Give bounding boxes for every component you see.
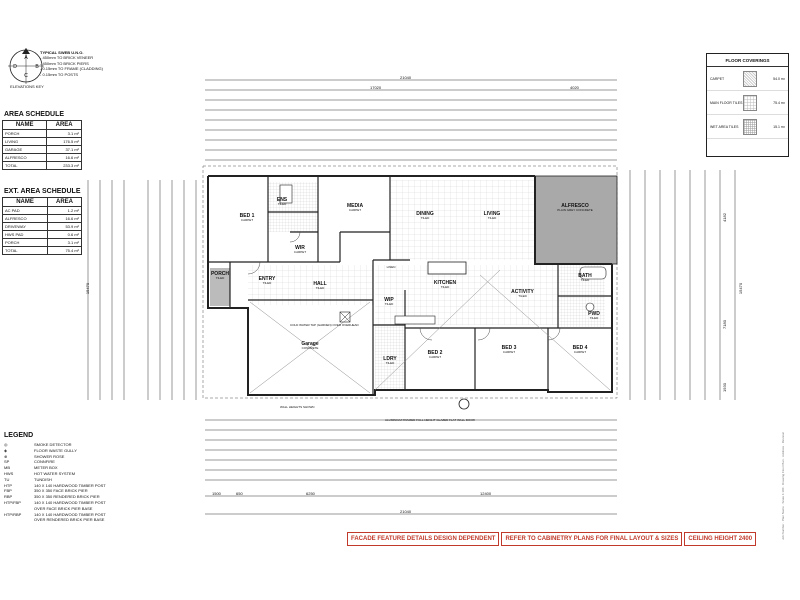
carpet-swatch xyxy=(743,71,757,87)
dim-top-left: 17020 xyxy=(370,85,382,90)
ceiling-height-note: CEILING HEIGHT 2400 xyxy=(684,532,757,546)
legend-row: ◎SMOKE DETECTOR xyxy=(4,442,72,447)
dim-bottom-a: 1500 xyxy=(212,491,221,496)
floor-covering-row: WET AREA TILES 15.1 m² xyxy=(707,115,788,139)
side-dimension-lines xyxy=(87,170,736,400)
legend-row: ⊕SHOWER ROSE xyxy=(4,453,65,459)
notes-line: - 0.15mm TO POSTS xyxy=(40,71,79,77)
dim-bottom-overall: 21040 xyxy=(400,509,412,514)
bottom-dimension-lines xyxy=(205,419,617,515)
dim-right-a: 4182 xyxy=(721,213,727,222)
dim-right-c: 1930 xyxy=(721,383,727,392)
legend-row: OVER RENDERED BRICK PIER BASE xyxy=(34,517,105,523)
area-schedule-title: AREA SCHEDULE xyxy=(4,111,65,118)
dim-bottom-b: 650 xyxy=(236,491,243,496)
alfresco-area xyxy=(534,175,618,265)
key-label-d: D xyxy=(13,64,17,70)
wet-tiles-swatch xyxy=(743,119,757,135)
legend: LEGEND ◎SMOKE DETECTOR ◈FLOOR WASTE GULL… xyxy=(4,432,106,523)
ext-area-schedule-title: EXT. AREA SCHEDULE xyxy=(4,188,81,195)
floor-coverings-title: FLOOR COVERINGS xyxy=(707,54,788,67)
floor-covering-row: MAIN FLOOR TILES 75.4 m² xyxy=(707,91,788,115)
title-block-strip: Job Number · Plan Name · Scale 1:100 · D… xyxy=(781,431,785,540)
dim-bottom-c: 6250 xyxy=(306,491,315,496)
garage-note: COLD WATER TAP (GARDEN) OVER OVERHEAD xyxy=(290,323,359,327)
notes-line: - 450mm TO BRICK PIERS xyxy=(40,60,89,66)
floor-covering-row: CARPET 54.0 m² xyxy=(707,67,788,91)
dim-top-right: 4020 xyxy=(570,85,579,90)
key-label-b: B xyxy=(35,64,39,70)
glazed-door-note: ALUMINIUM FRAMED FULL HEIGHT GLAZED FLAT… xyxy=(385,418,475,422)
dim-right-overall: 15470 xyxy=(738,282,744,295)
facade-note: FACADE FEATURE DETAILS DESIGN DEPENDENT xyxy=(347,532,500,546)
typical-notes: TYPICAL SWEB U.N.O. - 450mm TO BRICK VEN… xyxy=(40,50,103,77)
floor-coverings-panel: FLOOR COVERINGS CARPET 54.0 m² MAIN FLOO… xyxy=(706,53,789,157)
legend-row: ◈FLOOR WASTE GULLY xyxy=(4,447,77,453)
elevations-key-caption: ELEVATIONS KEY xyxy=(10,84,44,89)
key-label-c: C xyxy=(24,73,28,79)
cabinetry-note: REFER TO CABINETRY PLANS FOR FINAL LAYOU… xyxy=(501,532,683,546)
legend-title: LEGEND xyxy=(4,432,34,439)
key-label-a: A xyxy=(24,55,28,61)
notes-line: - 0.15mm TO FRAME (CLADDING) xyxy=(40,66,103,72)
main-tiles-swatch xyxy=(743,95,757,111)
dim-right-b: 7180 xyxy=(721,320,727,329)
footer-notes: FACADE FEATURE DETAILS DESIGN DEPENDENT … xyxy=(347,532,758,546)
elevations-key-icon: A B C D xyxy=(8,48,44,84)
dim-left-overall: 15470 xyxy=(85,282,91,295)
wall-note: WALL HEIGHTS SHOWN xyxy=(280,405,315,409)
notes-title: TYPICAL SWEB U.N.O. xyxy=(40,50,84,55)
dim-top-overall: 21040 xyxy=(400,75,412,80)
top-dimension-lines xyxy=(205,79,617,161)
room-linen: LINEN xyxy=(386,265,396,269)
notes-line: - 450mm TO BRICK VENEER xyxy=(40,55,94,61)
legend-row: OVER FACE BRICK PIER BASE xyxy=(34,505,93,511)
dim-bottom-d: 12400 xyxy=(480,491,492,496)
